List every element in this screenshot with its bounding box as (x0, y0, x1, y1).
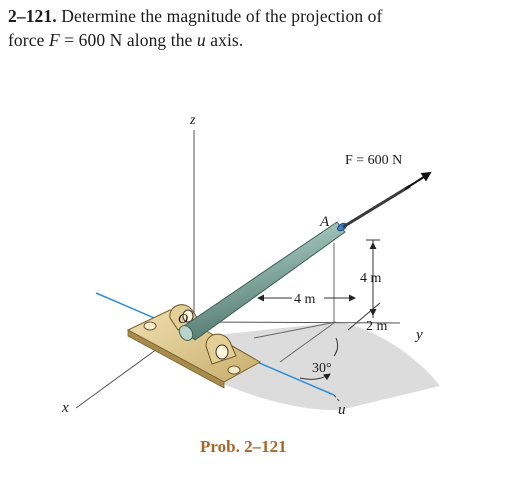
force-symbol: F (48, 30, 60, 50)
x-axis-label: x (61, 400, 69, 416)
u-axis-dashed (333, 394, 341, 403)
front-pin (215, 344, 229, 360)
problem-number: 2–121. (8, 6, 57, 26)
rod-end-cap (178, 325, 194, 341)
origin-label: O (178, 312, 188, 327)
dim-2m: 2 m (366, 319, 388, 334)
problem-line-1: 2–121. Determine the magnitude of the pr… (8, 4, 504, 28)
problem-line-2-suffix: axis. (205, 30, 244, 50)
z-axis-label: z (189, 113, 196, 128)
problem-line-2: force F = 600 N along the u axis. (8, 28, 504, 52)
y-axis-label: y (414, 327, 423, 343)
force-label: F = 600 N (345, 153, 402, 168)
u-axis-label: u (338, 402, 346, 418)
problem-line-2-value: = 600 N along the (59, 30, 197, 50)
angle-label: 30° (312, 361, 332, 376)
bolt-hole-1 (143, 321, 157, 331)
axis-symbol: u (196, 30, 206, 50)
problem-line-2-prefix: force (8, 30, 45, 50)
bracket-plate-side (127, 329, 225, 389)
force-arrow (404, 171, 432, 190)
y-axis-line (197, 321, 401, 324)
figure-caption: Prob. 2–121 (200, 437, 287, 456)
dim-4m-horizontal: 4 m (294, 292, 316, 307)
origin-pin (182, 309, 194, 323)
point-a-label: A (319, 214, 330, 230)
x-parallel-line (279, 322, 335, 363)
force-cable (342, 184, 411, 229)
diagonal-dim-line (347, 302, 381, 331)
horizontal-ref-line (253, 321, 337, 339)
angle-arc-2 (333, 337, 339, 357)
dim-4m-vertical: 4 m (360, 271, 382, 286)
angle-arc (299, 373, 331, 381)
problem-line-1-text: Determine the magnitude of the projectio… (61, 6, 383, 26)
problem-statement: 2–121. Determine the magnitude of the pr… (8, 4, 504, 52)
bolt-hole-2 (227, 365, 241, 375)
